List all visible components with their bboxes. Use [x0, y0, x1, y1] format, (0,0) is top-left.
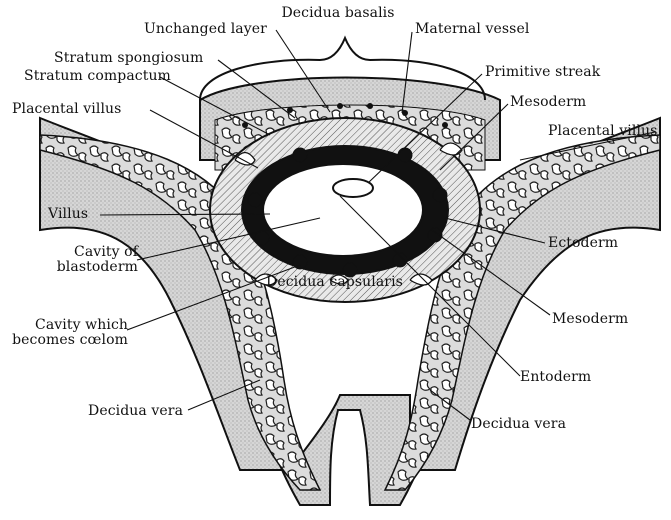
label-unchanged-layer: Unchanged layer: [144, 22, 267, 37]
label-primitive-streak: Primitive streak: [485, 65, 600, 80]
label-cavity-which-becomes-coelom: Cavity which becomes cœlom: [10, 318, 128, 348]
label-stratum-spongiosum: Stratum spongiosum: [54, 51, 203, 66]
label-cavity-of-blastoderm-line-2: blastoderm: [20, 260, 138, 275]
label-villus: Villus: [48, 207, 88, 222]
label-decidua-vera-right: Decidua vera: [471, 417, 566, 432]
label-decidua-basalis: Decidua basalis: [268, 6, 408, 21]
label-stratum-compactum: Stratum compactum: [24, 69, 171, 84]
label-decidua-vera-left: Decidua vera: [88, 404, 183, 419]
label-cavity-coelom-line-1: Cavity which: [10, 318, 128, 333]
label-maternal-vessel: Maternal vessel: [415, 22, 529, 37]
label-cavity-of-blastoderm-line-1: Cavity of: [20, 245, 138, 260]
label-placental-villus-left: Placental villus: [12, 102, 121, 117]
label-cavity-of-blastoderm: Cavity of blastoderm: [20, 245, 138, 275]
label-cavity-coelom-line-2: becomes cœlom: [10, 333, 128, 348]
label-mesoderm-top: Mesoderm: [510, 95, 586, 110]
label-entoderm: Entoderm: [520, 370, 591, 385]
label-placental-villus-right: Placental villus: [548, 124, 657, 139]
label-mesoderm-right: Mesoderm: [552, 312, 628, 327]
label-decidua-capsularis: Decidua capsularis: [266, 275, 403, 290]
label-ectoderm: Ectoderm: [548, 236, 618, 251]
